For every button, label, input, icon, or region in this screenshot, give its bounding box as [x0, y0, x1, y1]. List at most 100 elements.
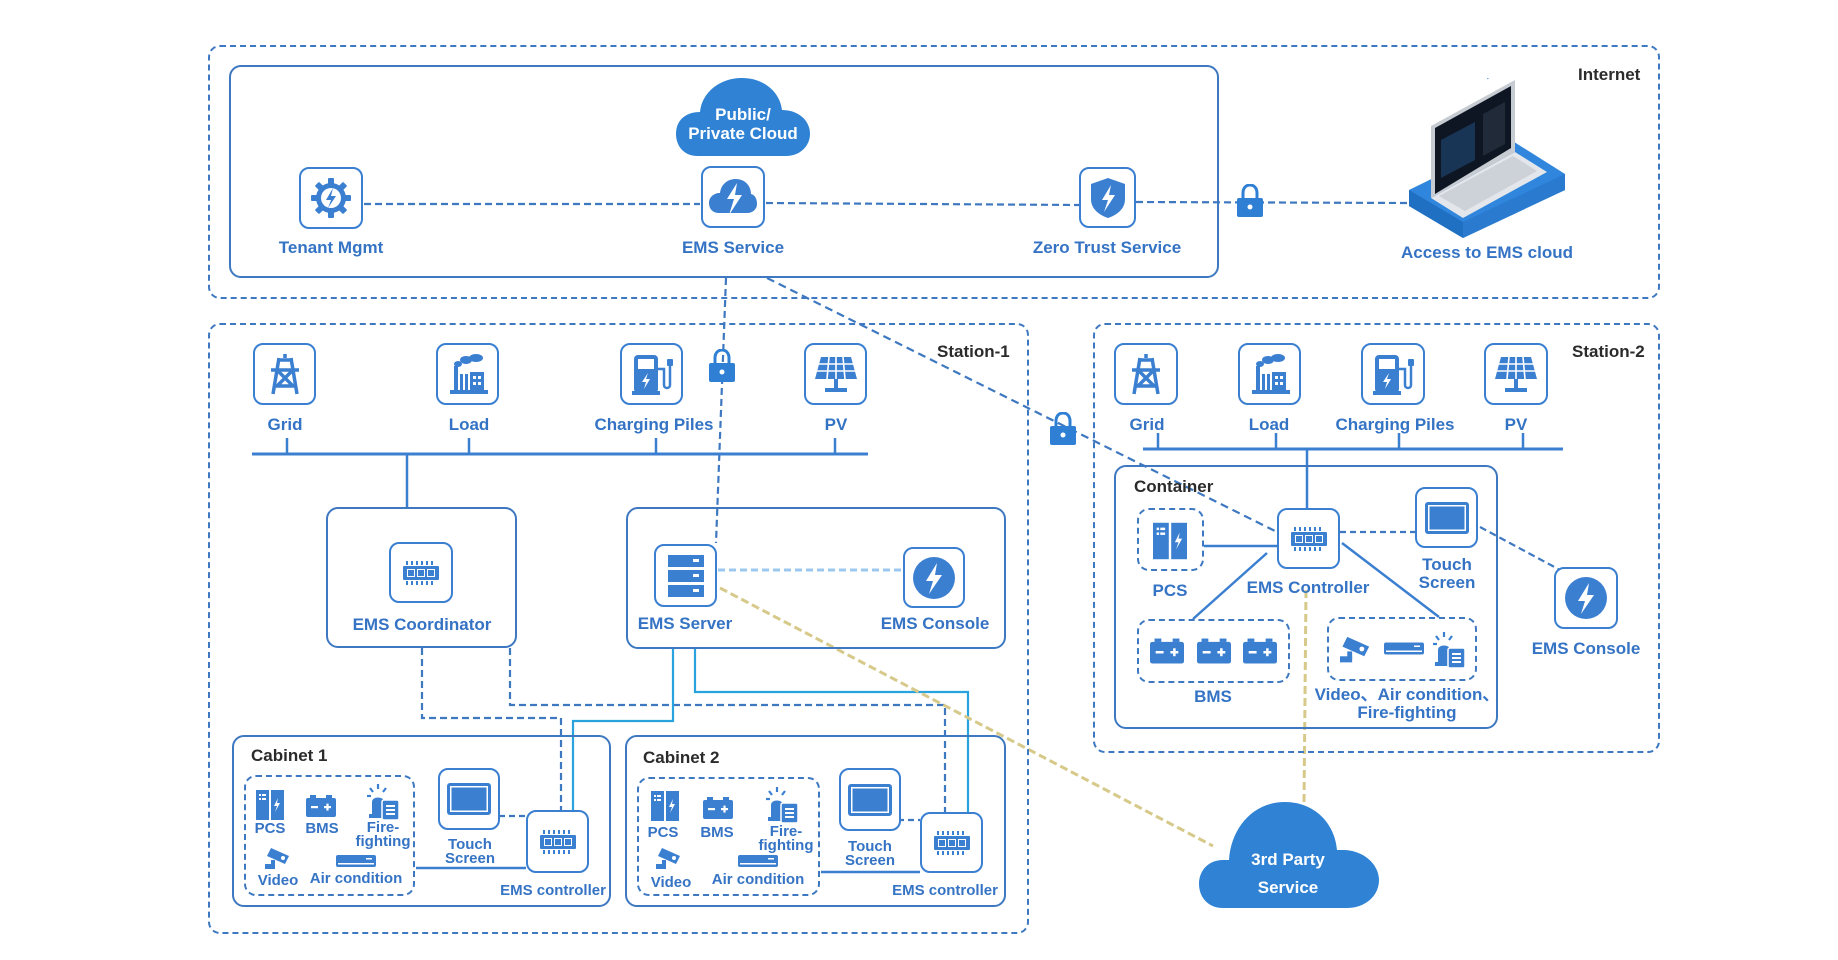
lock-icon: [1237, 184, 1263, 217]
pv-node[interactable]: [1484, 343, 1548, 405]
tenant-mgmt-node[interactable]: [299, 167, 363, 229]
charging-piles-label: Charging Piles: [1335, 415, 1455, 434]
cabinet1-box: [232, 735, 611, 907]
ems-server-label: EMS Server: [637, 614, 733, 633]
cloud-label-line2: Private Cloud: [688, 123, 798, 143]
touch-screen-node[interactable]: [839, 768, 901, 831]
load-node[interactable]: [1238, 343, 1301, 405]
third-party-cloud-icon[interactable]: [1197, 800, 1381, 910]
chip-icon: [403, 560, 439, 585]
touch-label-line2: Screen: [844, 852, 896, 870]
ems-service-label: EMS Service: [681, 238, 785, 257]
pv-label: PV: [824, 415, 848, 434]
charging-piles-node[interactable]: [620, 343, 683, 405]
link-controller-bms: [1192, 552, 1268, 620]
third-party-label-line2: Service: [1257, 878, 1319, 898]
ems-controller-node[interactable]: [920, 812, 983, 873]
battery-icon: [306, 795, 336, 817]
touch-screen-node[interactable]: [438, 768, 500, 830]
cloud-bolt-icon: [709, 179, 757, 215]
ems-server-node[interactable]: [654, 544, 717, 607]
air-conditioner-icon: [1384, 642, 1424, 655]
touch-screen-label: Touch Screen: [1419, 556, 1476, 592]
internet-zone-title: Internet: [1578, 65, 1641, 84]
camera-icon: [265, 848, 289, 869]
ems-coordinator-label: EMS Coordinator: [352, 615, 492, 634]
pcs-label: PCS: [254, 820, 286, 837]
station2-title: Station-2: [1572, 342, 1645, 361]
grid-node[interactable]: [253, 343, 316, 405]
tablet-icon: [447, 783, 491, 815]
ems-server-box: [626, 507, 1006, 649]
bolt-circle-icon: [1565, 577, 1607, 619]
fire-alarm-icon: [1433, 632, 1466, 668]
transmission-tower-icon: [1132, 354, 1160, 395]
bolt-circle-icon: [913, 556, 955, 599]
load-node[interactable]: [436, 343, 499, 405]
fire-fighting-label: Fire- fighting: [356, 819, 411, 850]
fire-alarm-icon: [766, 787, 799, 823]
zero-trust-node[interactable]: [1079, 167, 1136, 228]
pv-node[interactable]: [804, 343, 867, 405]
aux-label-line2: Fire-fighting: [1357, 703, 1457, 723]
battery-icon: [1197, 638, 1231, 664]
laptop-icon[interactable]: [1405, 78, 1570, 240]
ems-service-node[interactable]: [701, 166, 765, 228]
charging-piles-label: Charging Piles: [594, 415, 714, 434]
charging-station-icon: [631, 355, 673, 395]
ems-coordinator-node[interactable]: [389, 542, 453, 603]
auxiliary-group: [1327, 617, 1477, 681]
touch-label-line1: Touch: [448, 836, 492, 853]
public-private-cloud-label: Public/ Private Cloud: [688, 105, 798, 143]
air-condition-label: Air condition: [711, 871, 805, 888]
link-server-controller2: [693, 648, 970, 812]
station1-zone: [208, 323, 1029, 934]
ems-console-node[interactable]: [903, 547, 965, 608]
pcs-icon: [651, 791, 679, 821]
third-party-label: 3rd Party Service: [1251, 846, 1325, 902]
pcs-label: PCS: [1152, 581, 1188, 600]
factory-icon: [449, 354, 488, 394]
video-label: Video: [257, 872, 299, 889]
ems-controller-node[interactable]: [526, 810, 589, 873]
third-party-label-line1: 3rd Party: [1251, 850, 1325, 869]
fire-label-line2: fighting: [758, 837, 814, 855]
touch-screen-node[interactable]: [1415, 487, 1478, 548]
bms-label: BMS: [700, 824, 734, 841]
ems-console-label: EMS Console: [1531, 639, 1641, 658]
load-label: Load: [1248, 415, 1290, 434]
charging-piles-node[interactable]: [1361, 343, 1425, 405]
station1-title: Station-1: [937, 342, 1010, 361]
transmission-tower-icon: [270, 354, 299, 395]
grid-label: Grid: [1129, 415, 1165, 434]
touch-label-line1: Touch: [848, 838, 892, 855]
internet-zone: [208, 45, 1660, 299]
cabinet1-devices-group: [244, 775, 415, 896]
chip-icon: [933, 830, 970, 855]
grid-node[interactable]: [1114, 343, 1178, 405]
ems-controller-label: EMS controller: [500, 882, 606, 899]
station2-zone: [1093, 323, 1660, 753]
ems-controller-label: EMS Controller: [1246, 578, 1370, 597]
lock-icon: [709, 349, 735, 382]
link-ems-service-zero-trust: [765, 201, 1080, 207]
link-server-third-party: [719, 586, 1214, 848]
tablet-icon: [848, 783, 892, 816]
camera-icon: [1340, 636, 1370, 663]
link-zero-trust-access: [1135, 200, 1410, 205]
touch-label-line2: Screen: [444, 850, 496, 868]
pcs-icon: [256, 790, 284, 820]
fire-label-line1: Fire-: [769, 823, 803, 840]
access-ems-cloud-label: Access to EMS cloud: [1401, 243, 1573, 262]
link-cloud-station2-controller: [766, 277, 1278, 533]
fire-label-line1: Fire-: [366, 819, 400, 836]
link-coordinator-controller1: [420, 648, 563, 810]
charging-station-icon: [1373, 355, 1414, 395]
cloud-label-line1: Public/: [715, 105, 771, 124]
link-server-controller1: [571, 648, 675, 810]
link-coordinator-controller2: [508, 648, 947, 812]
ems-controller-node[interactable]: [1277, 508, 1340, 569]
ems-console-node[interactable]: [1554, 567, 1618, 629]
pcs-icon: [1153, 522, 1187, 560]
